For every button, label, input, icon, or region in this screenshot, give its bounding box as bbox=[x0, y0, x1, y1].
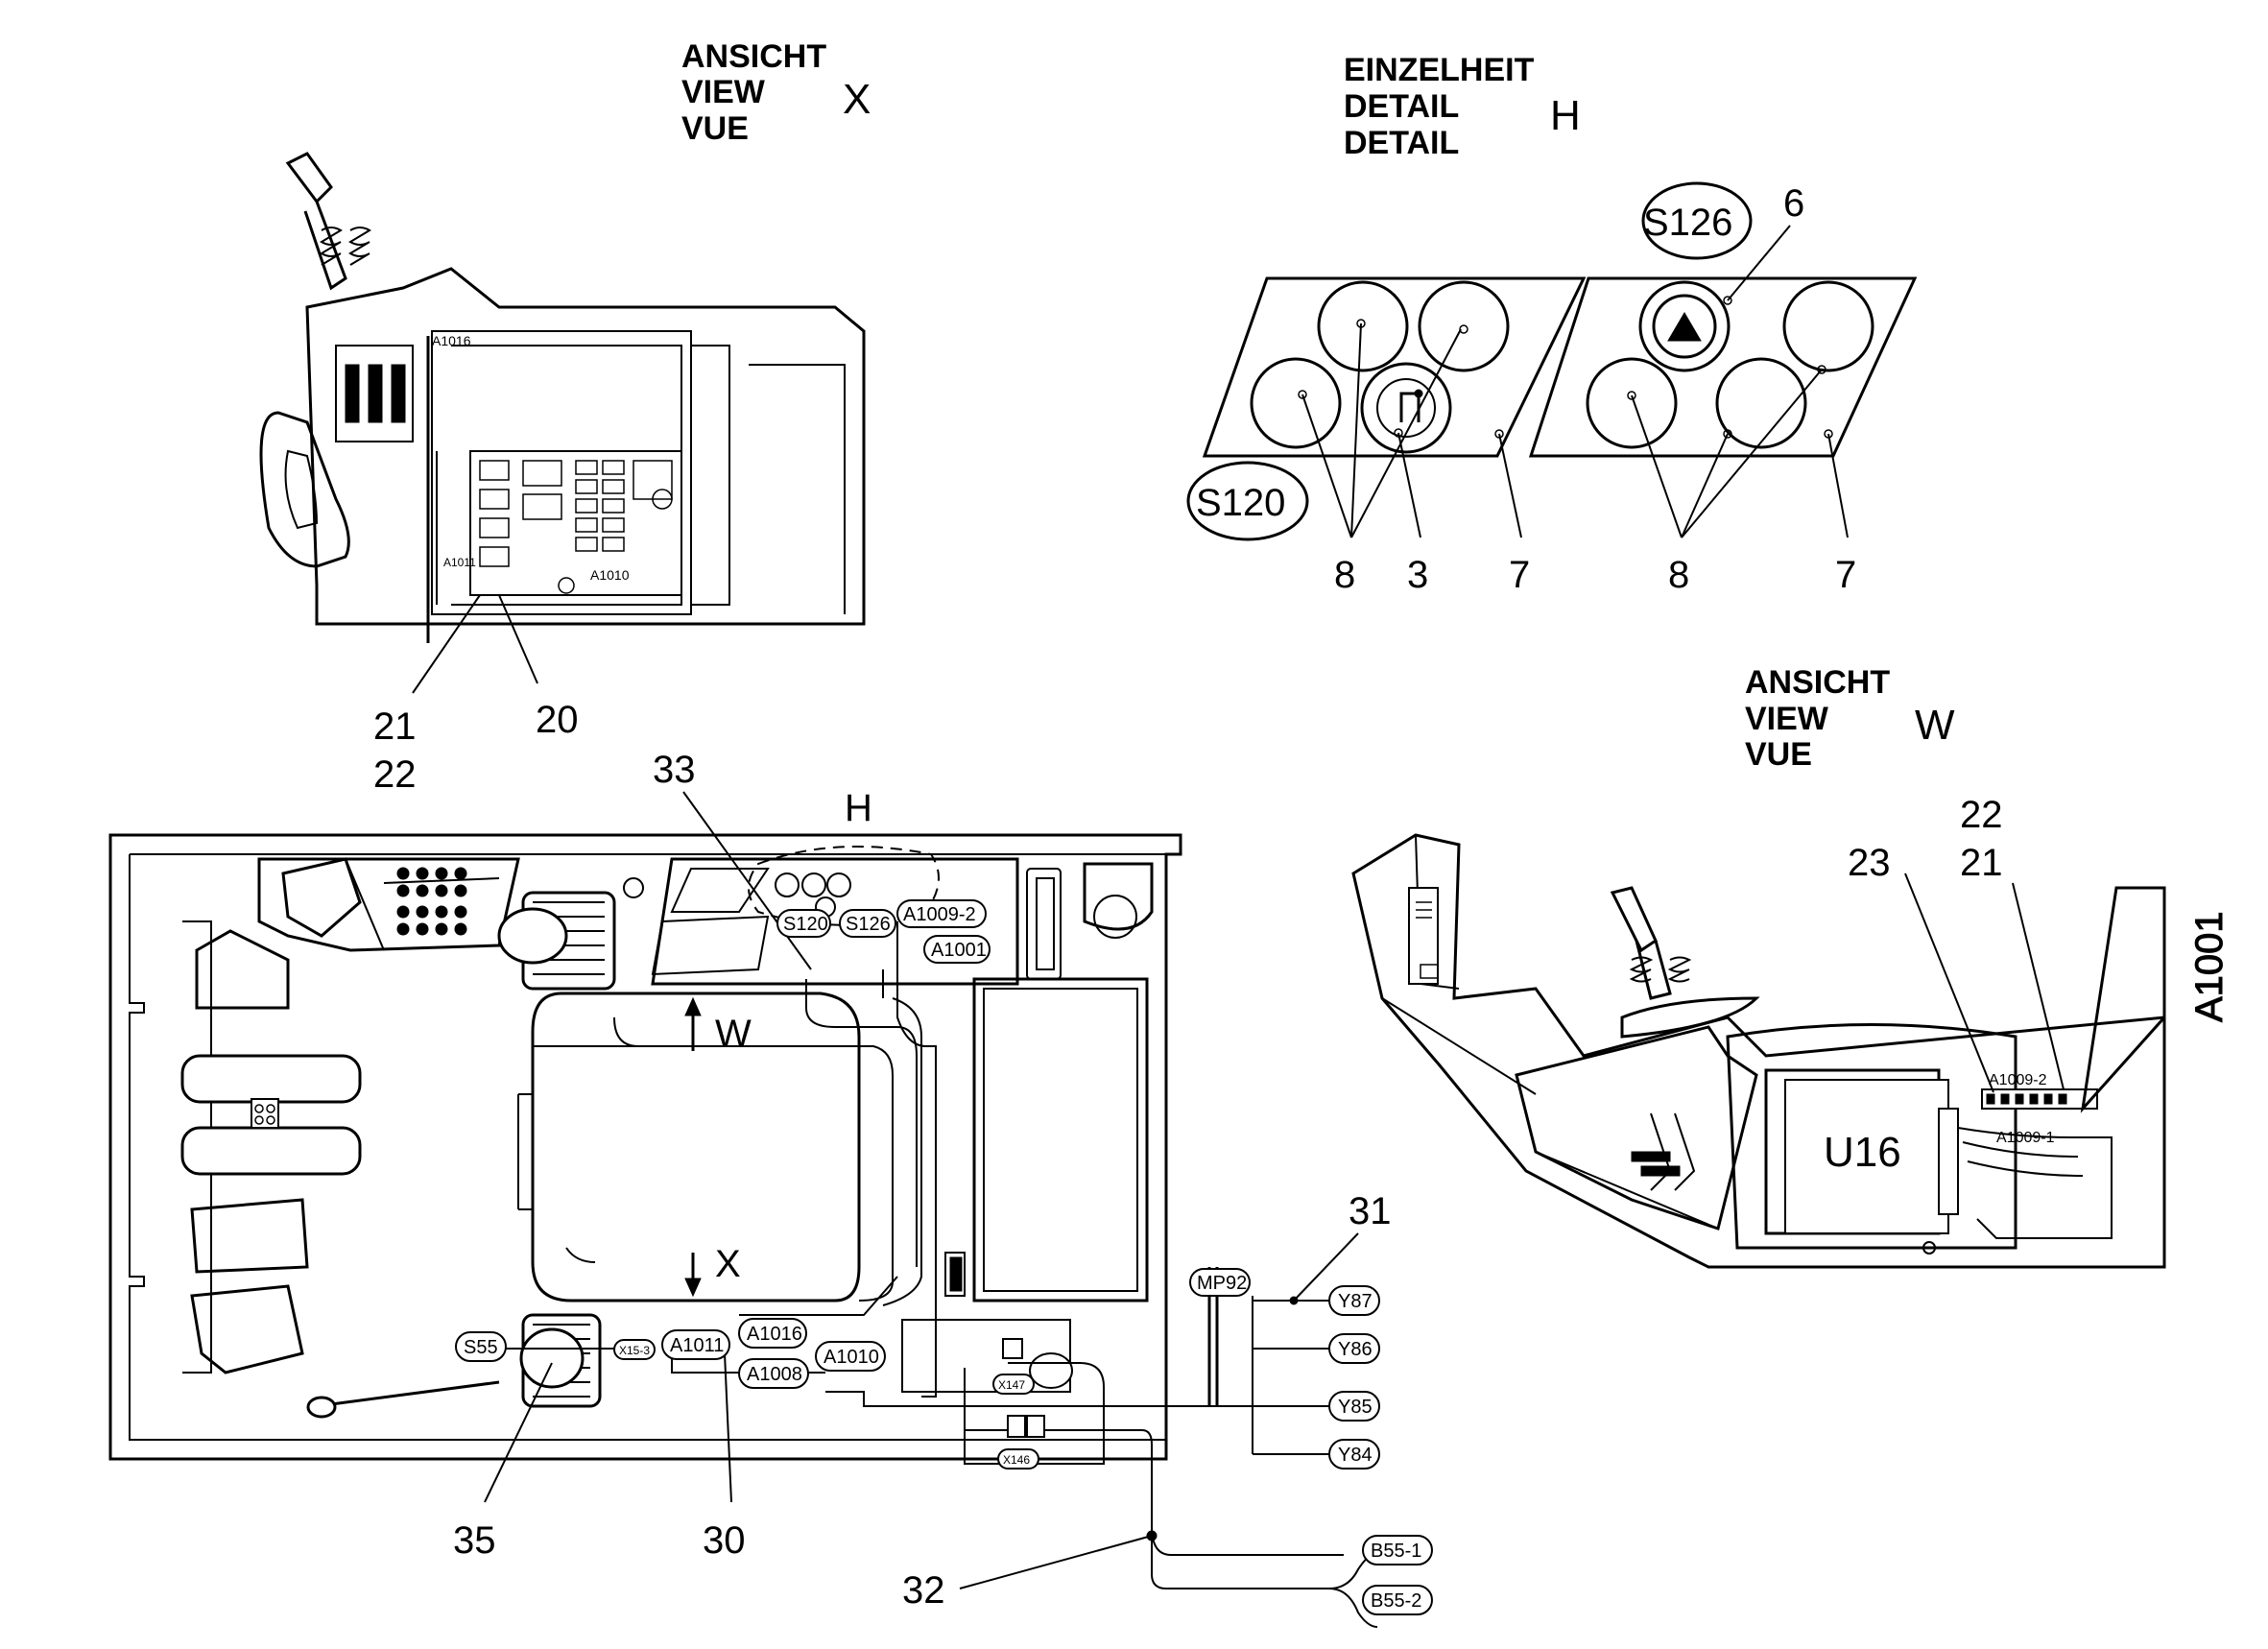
s120-label: S120 bbox=[1196, 482, 1285, 524]
x146-tag: X146 bbox=[1003, 1453, 1030, 1467]
callout-7b: 7 bbox=[1835, 554, 1856, 596]
callout-7a: 7 bbox=[1509, 554, 1530, 596]
callout-3: 3 bbox=[1407, 554, 1428, 596]
a1010-label-x: A1010 bbox=[590, 567, 630, 583]
view-w-console: A1001 bbox=[1351, 833, 2232, 1269]
s120-oval bbox=[1186, 461, 1309, 541]
detail-h-header: EINZELHEIT DETAIL DETAIL H bbox=[1344, 52, 1581, 161]
view-x-line3: VUE bbox=[681, 110, 749, 147]
view-w-line1: ANSICHT bbox=[1745, 664, 1890, 701]
y85-tag: Y85 bbox=[1338, 1397, 1373, 1418]
view-w-line3: VUE bbox=[1745, 736, 1812, 773]
mp92-tag: MP92 bbox=[1197, 1273, 1247, 1294]
x15-3-tag: X15-3 bbox=[619, 1344, 650, 1357]
callout-6: 6 bbox=[1783, 182, 1804, 225]
callout-21b: 21 bbox=[1960, 842, 2003, 884]
b55-1-tag: B55-1 bbox=[1371, 1541, 1421, 1562]
a1001-rotated-label: A1001 bbox=[2188, 911, 2231, 1022]
plan-tags: S120 S126 A1009-2 A1001 S55 X15-3 A1011 … bbox=[455, 899, 1433, 1615]
callout-20: 20 bbox=[536, 699, 579, 741]
detail-h-line3: DETAIL bbox=[1344, 125, 1459, 161]
a1011-tag: A1011 bbox=[670, 1335, 724, 1356]
s126-label: S126 bbox=[1643, 202, 1732, 244]
a1011-label-x: A1011 bbox=[443, 556, 476, 569]
a1016-tag: A1016 bbox=[747, 1324, 802, 1345]
a1008-tag: A1008 bbox=[747, 1364, 802, 1385]
callout-32: 32 bbox=[902, 1569, 945, 1612]
s55-tag: S55 bbox=[464, 1337, 498, 1358]
x147-tag: X147 bbox=[998, 1378, 1025, 1392]
view-x-letter: X bbox=[843, 76, 871, 123]
callout-35: 35 bbox=[453, 1519, 496, 1562]
view-x-line2: VIEW bbox=[681, 74, 766, 110]
callout-21a: 21 bbox=[373, 705, 417, 748]
detail-h-line2: DETAIL bbox=[1344, 88, 1459, 125]
y86-tag: Y86 bbox=[1338, 1339, 1373, 1360]
callout-22a: 22 bbox=[373, 753, 417, 796]
y84-tag: Y84 bbox=[1338, 1445, 1373, 1466]
b55-2-tag: B55-2 bbox=[1371, 1590, 1421, 1612]
view-x-console: A1016 A1011 A1010 bbox=[259, 152, 866, 694]
view-x-header: ANSICHT VIEW VUE X bbox=[681, 38, 871, 147]
a1009-1-label-w: A1009-1 bbox=[1996, 1130, 2055, 1146]
s120-tag: S120 bbox=[783, 914, 828, 935]
callout-23: 23 bbox=[1848, 842, 1891, 884]
a1010-tag: A1010 bbox=[824, 1347, 879, 1368]
callout-31: 31 bbox=[1349, 1190, 1392, 1232]
s126-tag: S126 bbox=[846, 914, 891, 935]
callout-33: 33 bbox=[653, 749, 696, 791]
view-w-header: ANSICHT VIEW VUE W bbox=[1745, 664, 1955, 773]
a1001-tag: A1001 bbox=[931, 940, 987, 961]
detail-h-line1: EINZELHEIT bbox=[1344, 52, 1535, 88]
y87-tag: Y87 bbox=[1338, 1291, 1373, 1312]
callout-30: 30 bbox=[703, 1519, 746, 1562]
detail-h-letter: H bbox=[1550, 92, 1581, 139]
s126-oval bbox=[1641, 181, 1753, 260]
callout-8a: 8 bbox=[1334, 554, 1355, 596]
a1009-2-label-w: A1009-2 bbox=[1989, 1072, 2047, 1088]
view-x-line1: ANSICHT bbox=[681, 38, 826, 75]
view-w-line2: VIEW bbox=[1745, 701, 1829, 737]
a1016-label-x: A1016 bbox=[432, 333, 471, 348]
callout-8b: 8 bbox=[1668, 554, 1689, 596]
plan-view bbox=[108, 791, 1378, 1628]
arrow-w-label: W bbox=[715, 1013, 752, 1055]
arrow-x-label: X bbox=[715, 1243, 741, 1285]
u16-label: U16 bbox=[1824, 1129, 1901, 1176]
callout-h: H bbox=[845, 787, 872, 829]
callout-22b: 22 bbox=[1960, 794, 2003, 836]
a1009-2-tag: A1009-2 bbox=[903, 904, 976, 925]
detail-h-panels bbox=[1186, 181, 1918, 541]
view-w-letter: W bbox=[1915, 702, 1955, 749]
